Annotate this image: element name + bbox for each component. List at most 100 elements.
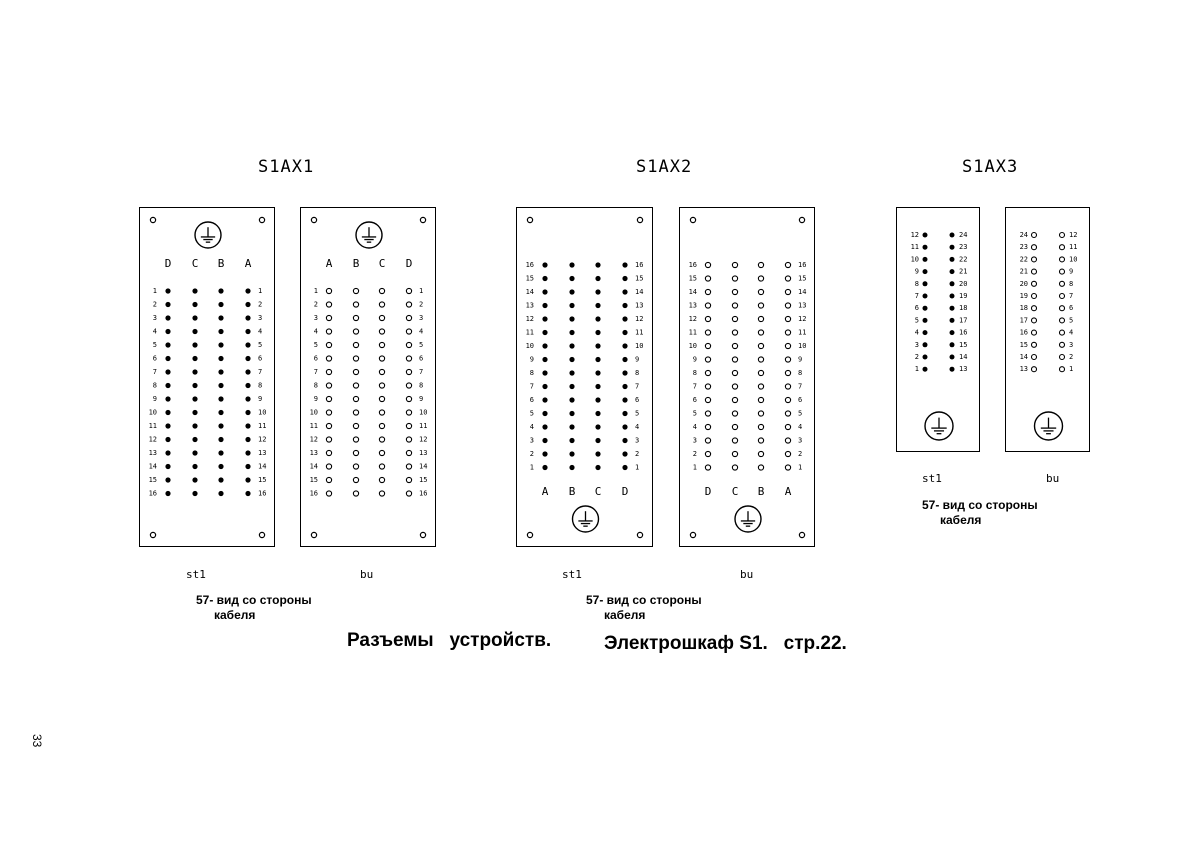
pin-number: 16 <box>798 261 806 269</box>
pin-contact <box>542 262 548 268</box>
pin-contact <box>542 343 548 349</box>
pin-contact <box>218 288 224 294</box>
pin-number: 23 <box>1020 243 1028 251</box>
pin-number: 9 <box>530 356 534 364</box>
pin-contact <box>325 287 333 295</box>
pin-contact <box>218 301 224 308</box>
pin-contact <box>1058 366 1066 373</box>
pin-number: 11 <box>419 422 427 430</box>
pin-contact <box>352 490 360 497</box>
pin-contact <box>704 437 712 444</box>
pin-number: 8 <box>314 382 318 390</box>
pin-contact <box>192 315 198 321</box>
pin-contact <box>595 451 601 457</box>
pin-contact <box>352 422 360 430</box>
connector-title-x1: S1AX1 <box>258 157 315 177</box>
pin-contact <box>192 396 198 402</box>
pin-number: 6 <box>530 396 534 404</box>
pin-contact <box>949 366 955 372</box>
pin-contact <box>1030 244 1038 251</box>
pin-contact <box>949 305 955 311</box>
pin-contact <box>949 232 955 238</box>
pin-contact <box>165 490 171 497</box>
pin-contact <box>731 302 739 309</box>
pin-number: 15 <box>310 476 318 484</box>
pin-number: 5 <box>1069 316 1073 324</box>
pin-number: 14 <box>798 288 806 296</box>
pin-contact <box>542 437 548 444</box>
pin-contact <box>1030 231 1038 239</box>
pin-number: 6 <box>635 396 639 404</box>
pin-contact <box>922 244 928 250</box>
pin-number: 3 <box>635 437 639 445</box>
pin-contact <box>704 410 712 417</box>
pin-number: 6 <box>314 355 318 363</box>
pin-contact <box>405 422 413 430</box>
pin-contact <box>325 314 333 322</box>
pin-contact <box>352 395 360 403</box>
pin-number: 6 <box>153 355 157 363</box>
column-header: A <box>245 257 252 270</box>
pin-contact <box>704 302 712 309</box>
pin-contact <box>352 328 360 335</box>
pin-contact <box>352 436 360 443</box>
pin-contact <box>731 356 739 363</box>
connector-label-x2-bu: bu <box>740 568 754 581</box>
pin-contact <box>405 409 413 416</box>
pin-contact <box>165 382 171 389</box>
pin-number: 2 <box>258 301 262 309</box>
pin-contact <box>922 354 928 360</box>
pin-contact <box>325 436 333 443</box>
pin-contact <box>757 450 765 458</box>
pin-contact <box>704 450 712 458</box>
pin-contact <box>245 342 251 348</box>
connector-label-x1-st1: st1 <box>186 568 206 581</box>
pin-contact <box>1058 244 1066 251</box>
pin-contact <box>704 329 712 336</box>
pin-contact <box>784 437 792 444</box>
pin-number: 11 <box>149 422 157 430</box>
pin-number: 1 <box>693 464 697 472</box>
pin-contact <box>405 341 413 349</box>
pin-contact <box>378 409 386 416</box>
pin-number: 9 <box>798 356 802 364</box>
pin-contact <box>595 302 601 309</box>
pin-contact <box>542 383 548 390</box>
pin-contact <box>405 368 413 376</box>
mount-hole-icon <box>419 216 427 224</box>
pin-contact <box>784 342 792 350</box>
pin-contact <box>731 410 739 417</box>
pin-number: 9 <box>635 356 639 364</box>
column-header: D <box>622 485 629 498</box>
pin-contact <box>949 269 955 275</box>
pin-contact <box>704 423 712 431</box>
pin-contact <box>1058 353 1066 361</box>
pin-number: 16 <box>310 490 318 498</box>
pin-contact <box>325 395 333 403</box>
pin-contact <box>949 354 955 360</box>
pin-contact <box>731 369 739 377</box>
pin-contact <box>784 410 792 417</box>
pin-number: 13 <box>149 449 157 457</box>
pin-contact <box>757 342 765 350</box>
pin-contact <box>731 464 739 471</box>
pin-contact <box>757 302 765 309</box>
pin-number: 16 <box>689 261 697 269</box>
pin-number: 5 <box>530 410 534 418</box>
pin-contact <box>595 437 601 444</box>
pin-contact <box>1030 292 1038 300</box>
pin-number: 10 <box>310 409 318 417</box>
pin-contact <box>165 463 171 470</box>
column-header: C <box>595 485 602 498</box>
pin-contact <box>784 275 792 282</box>
pin-contact <box>325 463 333 470</box>
pin-number: 12 <box>258 436 266 444</box>
pin-contact <box>218 409 224 416</box>
pin-contact <box>595 424 601 430</box>
pin-number: 3 <box>258 314 262 322</box>
mount-hole-icon <box>149 216 157 224</box>
pin-contact <box>542 302 548 309</box>
pin-number: 11 <box>310 422 318 430</box>
pin-contact <box>757 369 765 377</box>
